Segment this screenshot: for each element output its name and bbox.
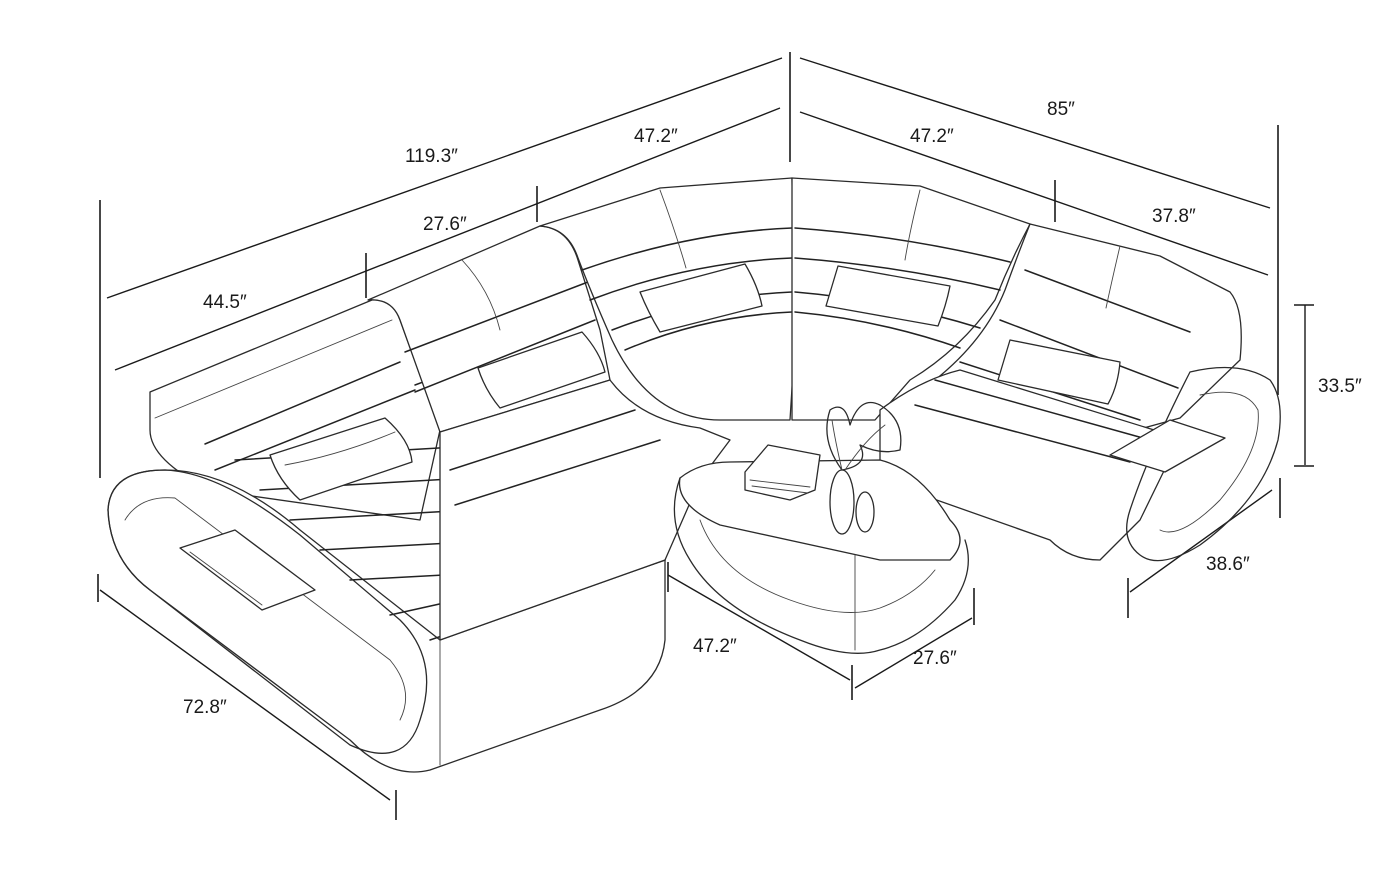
chaise-arm-loop	[107, 469, 428, 754]
right-shelf	[1109, 419, 1226, 473]
pillow-2	[477, 331, 606, 409]
label-table-length: 47.2″	[693, 636, 737, 657]
coffee-table-base	[673, 477, 969, 654]
dimension-labels: 119.3″ 85″ 44.5″ 27.6″ 47.2″ 47.2″ 37.8″…	[183, 99, 1362, 718]
label-table-width: 27.6″	[913, 648, 957, 669]
label-overall-depth: 85″	[1047, 99, 1075, 120]
pillow-3	[639, 263, 763, 333]
pillow-5	[997, 339, 1121, 405]
vase-tall	[829, 469, 855, 535]
label-chaise-length: 72.8″	[183, 697, 227, 718]
label-corner-left-width: 47.2″	[634, 126, 678, 147]
label-middle-back-width: 27.6″	[423, 214, 467, 235]
right-arm-loop	[1126, 366, 1281, 562]
label-overall-width: 119.3″	[405, 146, 458, 167]
pillow-1	[269, 417, 413, 501]
label-height: 33.5″	[1318, 376, 1362, 397]
vase-small	[855, 491, 875, 533]
plant-leaves	[826, 401, 902, 471]
label-chaise-back-width: 44.5″	[203, 292, 247, 313]
label-corner-right-width: 47.2″	[910, 126, 954, 147]
pillow-4	[825, 265, 951, 327]
label-right-section-width: 37.8″	[1152, 206, 1196, 227]
sofa-illustration	[107, 177, 1281, 773]
books	[744, 444, 821, 501]
chaise-shelf	[179, 529, 316, 611]
label-right-arm-depth: 38.6″	[1206, 554, 1250, 575]
dimension-lines	[97, 52, 1314, 820]
right-seat	[879, 369, 1181, 561]
